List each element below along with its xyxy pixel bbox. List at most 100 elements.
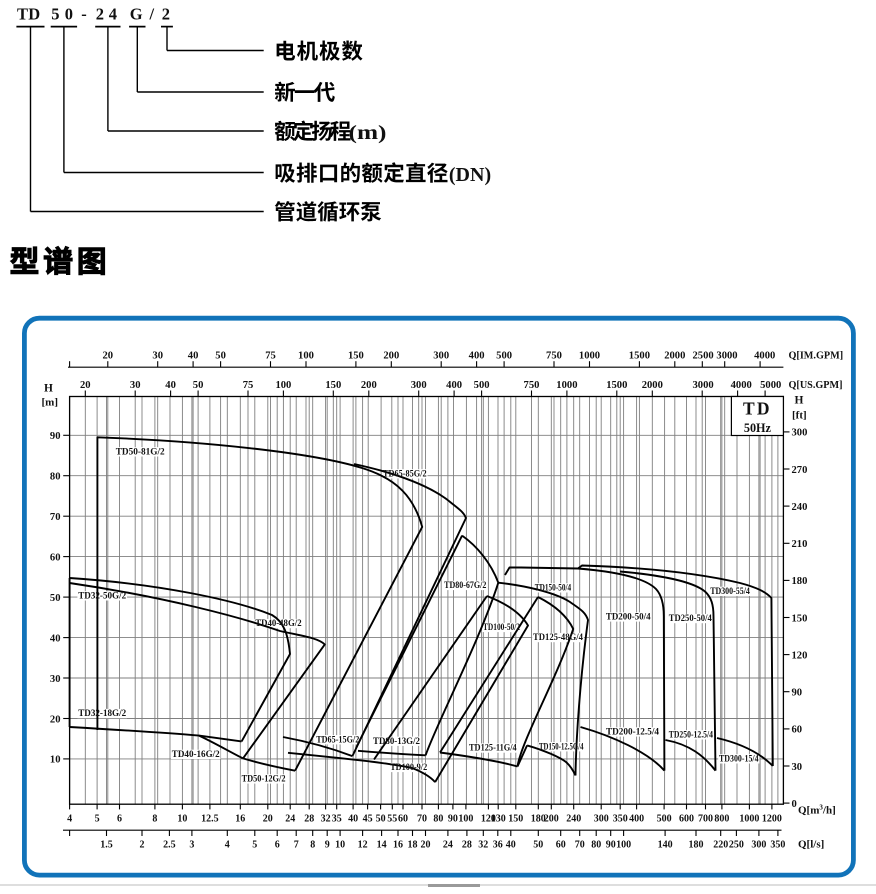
svg-text:300: 300 — [411, 380, 427, 391]
svg-text:32: 32 — [478, 839, 488, 850]
svg-text:210: 210 — [792, 539, 808, 550]
svg-text:1000: 1000 — [579, 351, 600, 362]
svg-text:G: G — [130, 4, 143, 23]
svg-text:150: 150 — [792, 613, 808, 624]
svg-text:12.5: 12.5 — [201, 813, 219, 824]
svg-text:40: 40 — [188, 351, 199, 362]
svg-text:80: 80 — [50, 472, 61, 483]
svg-text:TD125-48G/4: TD125-48G/4 — [533, 633, 583, 643]
svg-text:2: 2 — [96, 4, 104, 23]
svg-text:70: 70 — [50, 512, 61, 523]
svg-text:TD32-18G/2: TD32-18G/2 — [78, 709, 126, 719]
svg-text:Q[l/s]: Q[l/s] — [798, 838, 824, 850]
svg-text:28: 28 — [462, 839, 472, 850]
svg-text:140: 140 — [658, 839, 673, 850]
svg-text:TD250-12.5/4: TD250-12.5/4 — [669, 731, 714, 741]
svg-text:2000: 2000 — [664, 351, 685, 362]
svg-text:TD32-50G/2: TD32-50G/2 — [78, 592, 126, 602]
svg-text:2: 2 — [162, 4, 170, 23]
svg-text:8: 8 — [152, 813, 157, 824]
svg-text:TD50-12G/2: TD50-12G/2 — [242, 775, 286, 785]
svg-text:4000: 4000 — [731, 380, 752, 391]
svg-text:H: H — [44, 383, 53, 395]
svg-text:50: 50 — [215, 351, 226, 362]
svg-text:TD150-12.5G/4: TD150-12.5G/4 — [539, 742, 584, 752]
svg-text:5: 5 — [252, 839, 257, 850]
svg-text:350: 350 — [613, 813, 628, 824]
svg-text:60: 60 — [792, 725, 803, 736]
svg-text:45: 45 — [363, 813, 373, 824]
svg-text:16: 16 — [393, 839, 403, 850]
svg-text:12: 12 — [358, 839, 368, 850]
svg-text:0: 0 — [65, 4, 73, 23]
svg-text:1500: 1500 — [629, 351, 650, 362]
svg-text:180: 180 — [689, 839, 704, 850]
svg-text:75: 75 — [243, 380, 254, 391]
svg-text:50: 50 — [193, 380, 204, 391]
svg-text:30: 30 — [152, 351, 163, 362]
svg-text:40: 40 — [348, 813, 358, 824]
svg-text:1500: 1500 — [606, 380, 627, 391]
svg-text:TD65-15G/2: TD65-15G/2 — [316, 735, 359, 745]
svg-text:T: T — [17, 4, 28, 23]
svg-text:100: 100 — [275, 380, 291, 391]
svg-text:TD50-81G/2: TD50-81G/2 — [116, 448, 165, 458]
svg-text:90: 90 — [50, 431, 61, 442]
svg-text:20: 20 — [263, 813, 273, 824]
svg-text:50: 50 — [50, 593, 61, 604]
svg-text:400: 400 — [469, 351, 485, 362]
svg-text:750: 750 — [546, 351, 562, 362]
svg-text:6: 6 — [117, 813, 122, 824]
svg-text:90: 90 — [606, 839, 616, 850]
svg-text:Q[US.GPM]: Q[US.GPM] — [789, 380, 843, 391]
svg-text:2: 2 — [140, 839, 145, 850]
svg-text:TD200-50/4: TD200-50/4 — [606, 613, 651, 623]
svg-text:750: 750 — [524, 380, 540, 391]
svg-text:200: 200 — [544, 813, 559, 824]
svg-text:240: 240 — [566, 813, 581, 824]
svg-text:30: 30 — [792, 762, 803, 773]
svg-text:80: 80 — [433, 813, 443, 824]
svg-text:220: 220 — [713, 839, 728, 850]
svg-text:70: 70 — [417, 813, 427, 824]
svg-text:150: 150 — [348, 351, 364, 362]
svg-text:8: 8 — [310, 839, 315, 850]
svg-text:70: 70 — [575, 839, 585, 850]
svg-text:TD250-50/4: TD250-50/4 — [669, 614, 712, 624]
svg-text:(m): (m) — [349, 122, 387, 144]
svg-text:200: 200 — [361, 380, 377, 391]
svg-text:60: 60 — [398, 813, 408, 824]
svg-text:20: 20 — [421, 839, 431, 850]
svg-text:Q[m3/h]: Q[m3/h] — [798, 804, 836, 817]
svg-text:500: 500 — [496, 351, 512, 362]
svg-text:D: D — [28, 4, 40, 23]
svg-text:20: 20 — [80, 380, 91, 391]
svg-text:1000: 1000 — [556, 380, 577, 391]
svg-text:16: 16 — [235, 813, 245, 824]
svg-text:-: - — [81, 4, 87, 23]
svg-text:6: 6 — [275, 839, 280, 850]
svg-text:200: 200 — [383, 351, 399, 362]
svg-text:300: 300 — [433, 351, 449, 362]
svg-text:400: 400 — [446, 380, 462, 391]
svg-text:50Hz: 50Hz — [744, 421, 772, 435]
svg-text:350: 350 — [770, 839, 785, 850]
svg-text:5: 5 — [95, 813, 100, 824]
svg-text:TD100-9/2: TD100-9/2 — [390, 763, 427, 773]
svg-text:1.5: 1.5 — [100, 839, 113, 850]
svg-text:TD40-48G/2: TD40-48G/2 — [255, 619, 302, 629]
svg-text:28: 28 — [304, 813, 314, 824]
svg-text:TD150-50/4: TD150-50/4 — [535, 584, 572, 594]
svg-text:80: 80 — [591, 839, 601, 850]
svg-text:75: 75 — [265, 351, 276, 362]
svg-text:36: 36 — [493, 839, 503, 850]
svg-text:300: 300 — [594, 813, 609, 824]
svg-text:TD125-11G/4: TD125-11G/4 — [469, 744, 517, 754]
svg-text:240: 240 — [792, 502, 808, 513]
svg-text:130: 130 — [491, 813, 506, 824]
svg-text:TD80-13G/2: TD80-13G/2 — [373, 737, 420, 747]
svg-text:300: 300 — [751, 839, 766, 850]
svg-text:4: 4 — [109, 4, 117, 23]
svg-text:5: 5 — [51, 4, 59, 23]
svg-text:32: 32 — [321, 813, 331, 824]
